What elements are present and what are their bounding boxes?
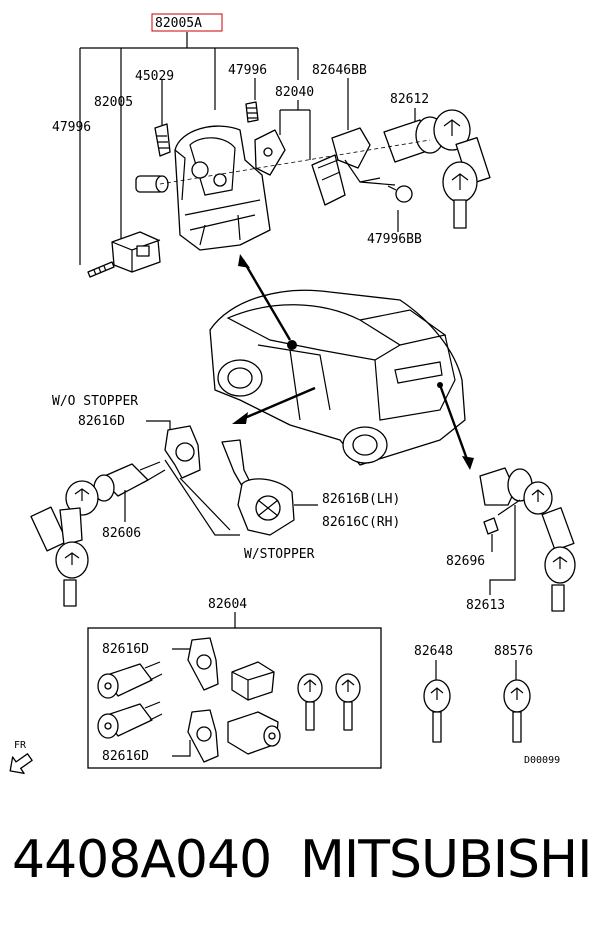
label-82648[interactable]: 82648 xyxy=(414,644,453,659)
clip-82696 xyxy=(483,517,499,535)
label-wo-stopper[interactable]: W/O STOPPER xyxy=(52,394,138,409)
label-82612[interactable]: 82612 xyxy=(390,92,429,107)
pin-45029 xyxy=(154,123,171,157)
label-w-stopper[interactable]: W/STOPPER xyxy=(244,547,315,562)
label-82616d-a[interactable]: 82616D xyxy=(78,414,125,429)
label-82040[interactable]: 82040 xyxy=(275,85,314,100)
highlight-box xyxy=(151,13,223,32)
leader-82616d-a xyxy=(146,420,171,430)
steering-lock-body xyxy=(174,125,271,251)
part-number: 4408A040 xyxy=(12,830,272,890)
label-82696[interactable]: 82696 xyxy=(446,554,485,569)
footer: 4408A040 MITSUBISHI xyxy=(0,830,600,920)
label-47996-left[interactable]: 47996 xyxy=(52,120,91,135)
door-cylinder-group: W/O STOPPER 82616D 82606 xyxy=(30,394,400,607)
key-82648: 82648 xyxy=(414,644,453,743)
diagram-code: D00099 xyxy=(524,755,560,766)
leader-tailgate xyxy=(489,505,516,595)
car-illustration xyxy=(209,289,466,466)
label-82616b[interactable]: 82616B(LH) xyxy=(322,492,400,507)
label-45029[interactable]: 45029 xyxy=(135,69,174,84)
label-82613[interactable]: 82613 xyxy=(466,598,505,613)
label-82646bb[interactable]: 82646BB xyxy=(312,63,367,78)
kit-box xyxy=(87,627,382,769)
housing-82005 xyxy=(111,231,161,273)
label-47996-top[interactable]: 47996 xyxy=(228,63,267,78)
bolt-47996-top xyxy=(245,101,259,123)
label-fr: FR xyxy=(14,740,27,751)
label-82616c[interactable]: 82616C(RH) xyxy=(322,515,400,530)
alignment-line xyxy=(159,139,431,185)
lock-set-82604: 82604 82616D 82616D xyxy=(87,597,382,769)
key-88576: 88576 xyxy=(494,644,533,743)
callout-arrows xyxy=(232,254,474,470)
label-82616d-b[interactable]: 82616D xyxy=(102,642,149,657)
leader-lines-parts xyxy=(161,78,416,232)
brand-name: MITSUBISHI xyxy=(300,830,592,890)
cylinder-82612 xyxy=(383,109,491,229)
label-82616d-c[interactable]: 82616D xyxy=(102,749,149,764)
bolt-47996bb xyxy=(387,185,413,203)
label-88576[interactable]: 88576 xyxy=(494,644,533,659)
leader-w-stopper xyxy=(164,459,240,536)
small-cylinder xyxy=(135,175,169,193)
dash-link xyxy=(497,499,521,516)
leader-82616d-c xyxy=(172,740,191,757)
cylinder-82606 xyxy=(30,461,166,607)
label-82606[interactable]: 82606 xyxy=(102,526,141,541)
bracket-82646bb xyxy=(331,127,396,186)
leader-lines-top xyxy=(79,32,299,265)
ignition-assembly-group: 82005A 45029 47996 82646BB 82005 82040 8… xyxy=(52,13,491,278)
front-indicator: FR xyxy=(9,740,33,774)
label-82604[interactable]: 82604 xyxy=(208,597,247,612)
bolt-47996-left xyxy=(87,261,115,278)
switch-82040 xyxy=(254,129,346,206)
label-82005a[interactable]: 82005A xyxy=(155,16,202,31)
label-82005[interactable]: 82005 xyxy=(94,95,133,110)
leader-w-stopper-b xyxy=(179,477,231,531)
label-47996bb[interactable]: 47996BB xyxy=(367,232,422,247)
fr-arrow-icon xyxy=(9,753,33,774)
retainer-82616b-c xyxy=(221,439,295,536)
tailgate-cylinder-group xyxy=(479,467,576,612)
